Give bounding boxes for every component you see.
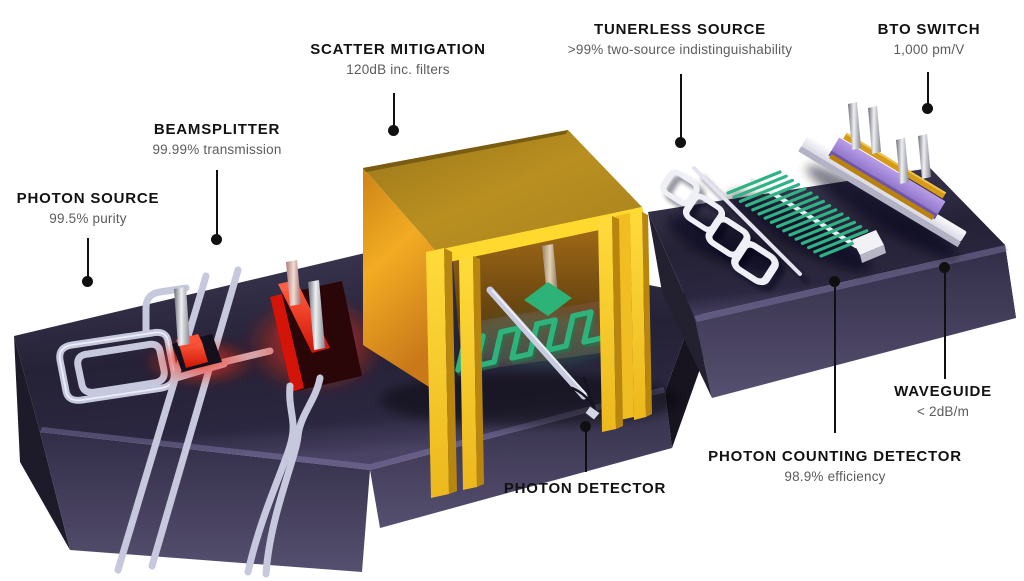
label-scatter-mitigation-subtitle: 120dB inc. filters: [346, 62, 450, 77]
heater-electrode-1: [172, 287, 222, 372]
detector-taper: [524, 282, 572, 316]
pointer-photon-source-dot: [82, 276, 93, 287]
label-bto-switch-title: BTO SWITCH: [877, 21, 981, 38]
label-bto-switch: BTO SWITCH 1,000 pm/V: [878, 21, 981, 58]
bus-waveguide: [692, 166, 802, 276]
label-photon-source: PHOTON SOURCE 99.5% purity: [17, 190, 160, 227]
bto-pins: [848, 102, 931, 184]
label-photon-counting-detector: PHOTON COUNTING DETECTOR 98.9% efficienc…: [708, 448, 962, 485]
tunerless-source-grating: [726, 170, 886, 263]
pointer-photon-source-line: [87, 238, 89, 280]
label-photon-source-title: PHOTON SOURCE: [16, 190, 160, 207]
pointer-photon-counting-detector-dot: [829, 276, 840, 287]
scatter-mitigation-enclosure: [363, 130, 680, 498]
bto-gold-rail-front: [829, 153, 935, 221]
pointer-beamsplitter-dot: [211, 234, 222, 245]
waveguides: [114, 266, 242, 574]
label-waveguide-title: WAVEGUIDE: [894, 383, 992, 400]
detector-pin: [542, 244, 558, 295]
pointer-scatter-mitigation-dot: [388, 125, 399, 136]
label-tunerless-source: TUNERLESS SOURCE >99% two-source indisti…: [568, 21, 792, 58]
bto-gold-rail-back: [843, 132, 947, 199]
label-scatter-mitigation: SCATTER MITIGATION 120dB inc. filters: [310, 41, 486, 78]
label-photon-source-subtitle: 99.5% purity: [49, 211, 127, 226]
label-photon-counting-detector-title: PHOTON COUNTING DETECTOR: [708, 448, 962, 465]
bto-switch-assembly: [798, 102, 967, 248]
pointer-tunerless-source-dot: [675, 137, 686, 148]
heater-electrode-2: [270, 260, 362, 392]
pointer-bto-switch-dot: [922, 103, 933, 114]
pointer-bto-switch-line: [927, 72, 929, 105]
label-beamsplitter-subtitle: 99.99% transmission: [152, 142, 282, 157]
bto-crystal: [831, 137, 946, 214]
detector-tip: [584, 405, 601, 421]
label-waveguide-subtitle: < 2dB/m: [916, 404, 970, 419]
label-waveguide: WAVEGUIDE < 2dB/m: [894, 383, 992, 420]
label-photon-counting-detector-subtitle: 98.9% efficiency: [784, 469, 886, 484]
label-photon-detector-title: PHOTON DETECTOR: [503, 480, 667, 497]
beamsplitter-coupler: [244, 374, 324, 578]
enclosure-legs: [426, 212, 652, 498]
detector-waveguide: [486, 286, 588, 400]
label-bto-switch-subtitle: 1,000 pm/V: [893, 42, 965, 57]
label-photon-detector: PHOTON DETECTOR: [504, 480, 666, 501]
pointer-beamsplitter-line: [216, 170, 218, 236]
ring-resonators: [661, 166, 810, 291]
pointer-photon-counting-detector-line: [834, 287, 836, 433]
label-tunerless-source-title: TUNERLESS SOURCE: [594, 21, 766, 38]
pointer-photon-detector-dot: [580, 421, 591, 432]
pointer-waveguide-dot: [939, 262, 950, 273]
pointer-tunerless-source-line: [680, 74, 682, 139]
label-beamsplitter: BEAMSPLITTER 99.99% transmission: [152, 121, 281, 158]
label-tunerless-source-subtitle: >99% two-source indistinguishability: [567, 42, 793, 57]
pointer-photon-detector-line: [585, 431, 587, 472]
pointer-waveguide-line: [944, 273, 946, 379]
label-beamsplitter-title: BEAMSPLITTER: [153, 121, 281, 138]
label-scatter-mitigation-title: SCATTER MITIGATION: [310, 41, 486, 58]
pointer-scatter-mitigation-line: [393, 93, 395, 127]
